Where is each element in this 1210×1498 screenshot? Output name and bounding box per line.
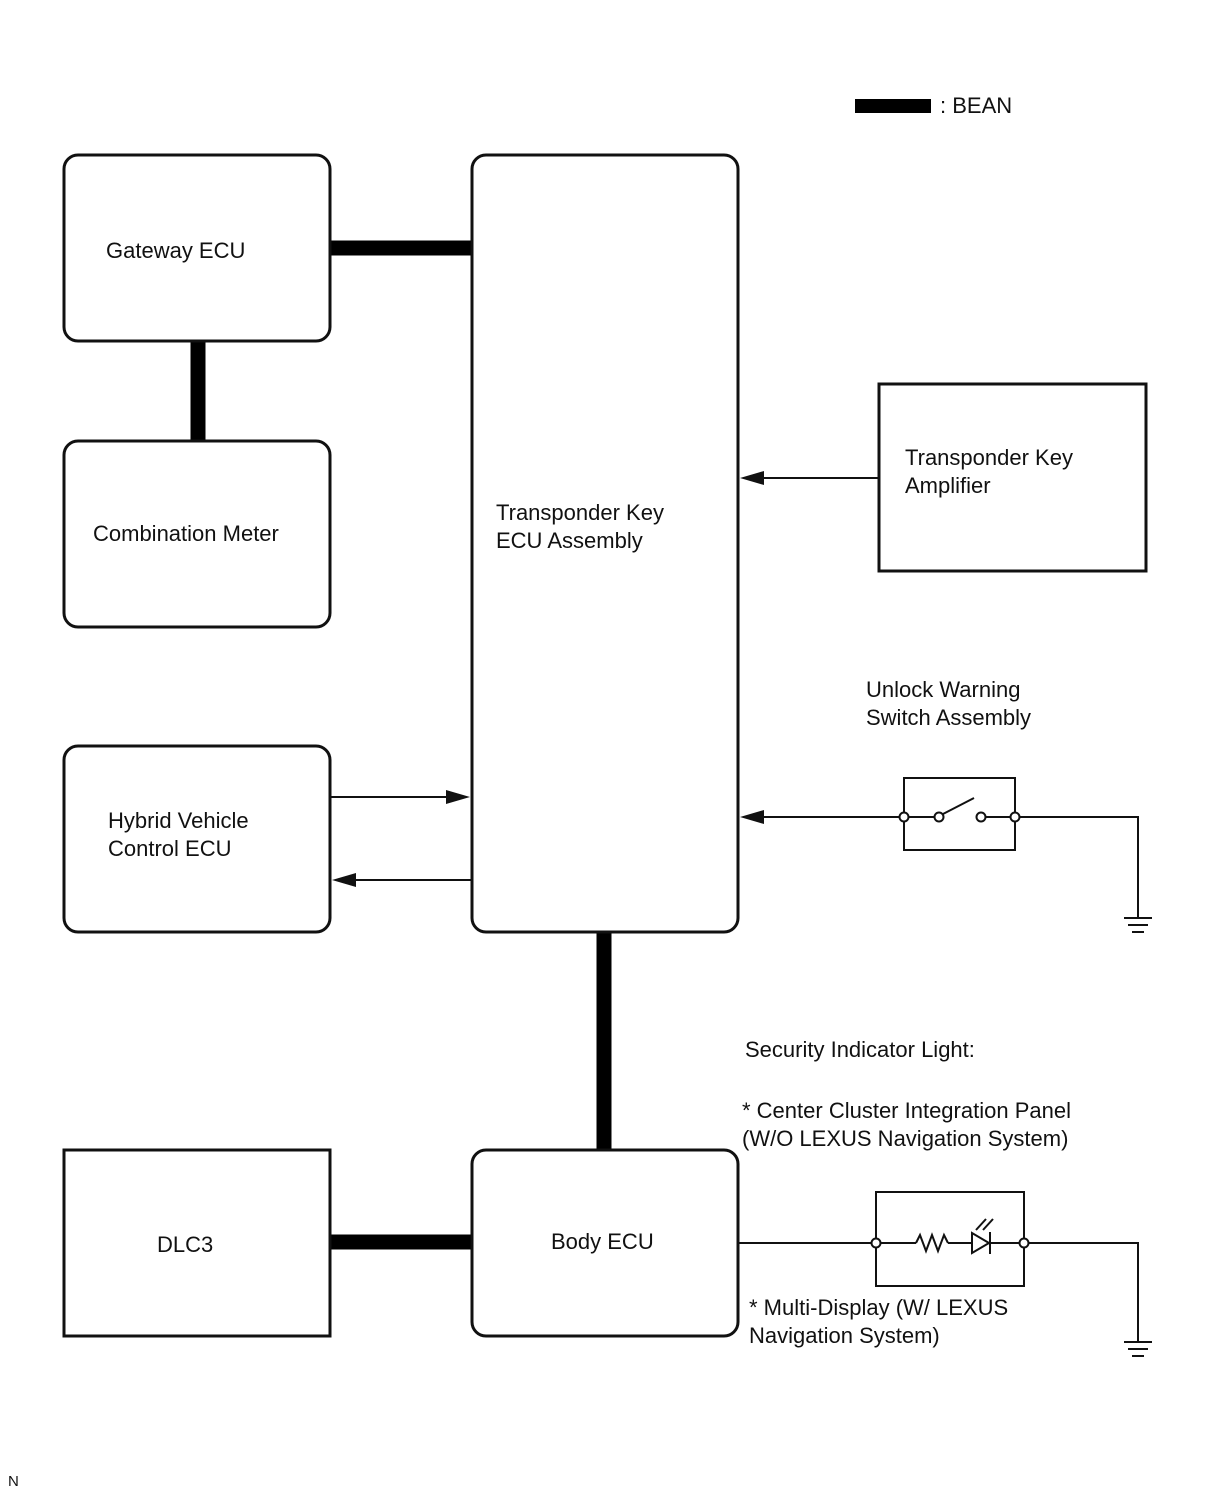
switch-terminal-1 <box>898 811 910 823</box>
transponder-ecu-box <box>470 153 740 934</box>
arrow-unlock-switch <box>740 810 764 824</box>
legend-bean-label: : BEAN <box>940 93 1013 118</box>
amplifier-label: Transponder Key Amplifier <box>905 445 1073 498</box>
indicator-terminal-1 <box>870 1237 882 1249</box>
amplifier-box <box>877 382 1148 573</box>
unlock-switch-symbol-box <box>903 777 1016 851</box>
gateway-ecu-label: Gateway ECU <box>106 238 246 263</box>
hybrid-ecu-box <box>62 744 332 934</box>
arrow-amplifier <box>740 471 764 485</box>
unlock-switch-label: Unlock Warning Switch Assembly <box>866 677 1032 730</box>
indicator-ground-wire <box>1028 1242 1139 1342</box>
switch-ground-wire <box>1019 816 1139 918</box>
arrow-hybrid-in <box>332 873 356 887</box>
arrow-hybrid-out <box>446 790 470 804</box>
switch-contact-1 <box>933 811 945 823</box>
body-ecu-label: Body ECU <box>551 1229 654 1254</box>
switch-terminal-2 <box>1009 811 1021 823</box>
indicator-terminal-2 <box>1018 1237 1030 1249</box>
legend-bean-swatch <box>855 99 931 113</box>
transponder-ecu-label: Transponder Key ECU Assembly <box>496 500 664 553</box>
dlc3-box <box>62 1148 332 1338</box>
hybrid-ecu-label: Hybrid Vehicle Control ECU <box>108 808 249 861</box>
security-indicator-title: Security Indicator Light: <box>745 1037 975 1062</box>
gateway-ecu-box <box>62 153 332 343</box>
combination-meter-label: Combination Meter <box>93 521 279 546</box>
dlc3-label: DLC3 <box>157 1232 214 1257</box>
combination-meter-box <box>62 439 332 629</box>
security-indicator-option-1: * Center Cluster Integration Panel (W/O … <box>742 1098 1071 1151</box>
switch-contact-2 <box>975 811 987 823</box>
switch-blade <box>942 797 975 815</box>
footer-code: N <box>8 1473 19 1490</box>
led-icon <box>971 1218 994 1255</box>
ground-icon <box>1124 1341 1152 1357</box>
resistor-icon <box>915 1232 949 1254</box>
security-indicator-option-2: * Multi-Display (W/ LEXUS Navigation Sys… <box>749 1295 1009 1348</box>
indicator-symbol-box <box>875 1191 1025 1287</box>
ground-icon <box>1124 917 1152 933</box>
